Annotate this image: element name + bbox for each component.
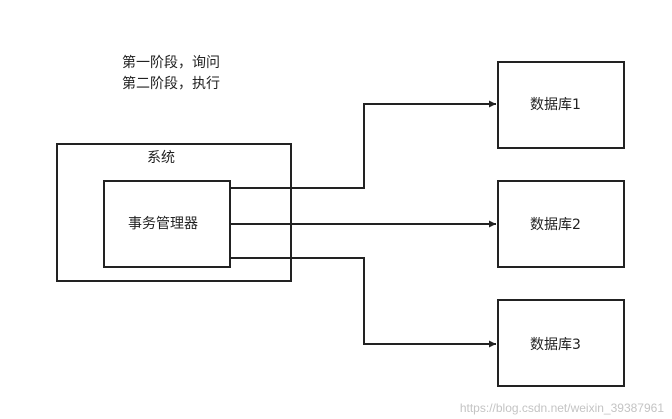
transaction-manager-label: 事务管理器 — [128, 216, 198, 232]
arrow-to-database-3 — [230, 257, 496, 348]
database-1-box — [497, 61, 625, 149]
arrow-to-database-1 — [230, 100, 496, 189]
watermark-url: https://blog.csdn.net/weixin_39387961 — [459, 401, 664, 415]
database-2-label: 数据库2 — [530, 217, 581, 233]
database-3-label: 数据库3 — [530, 337, 581, 353]
phase-2-label: 第二阶段，执行 — [122, 76, 220, 92]
database-1-label: 数据库1 — [530, 97, 581, 113]
database-2-box — [497, 180, 625, 268]
system-title: 系统 — [147, 150, 175, 166]
phase-1-label: 第一阶段，询问 — [122, 55, 220, 71]
database-3-box — [497, 299, 625, 387]
system-box — [56, 143, 292, 282]
